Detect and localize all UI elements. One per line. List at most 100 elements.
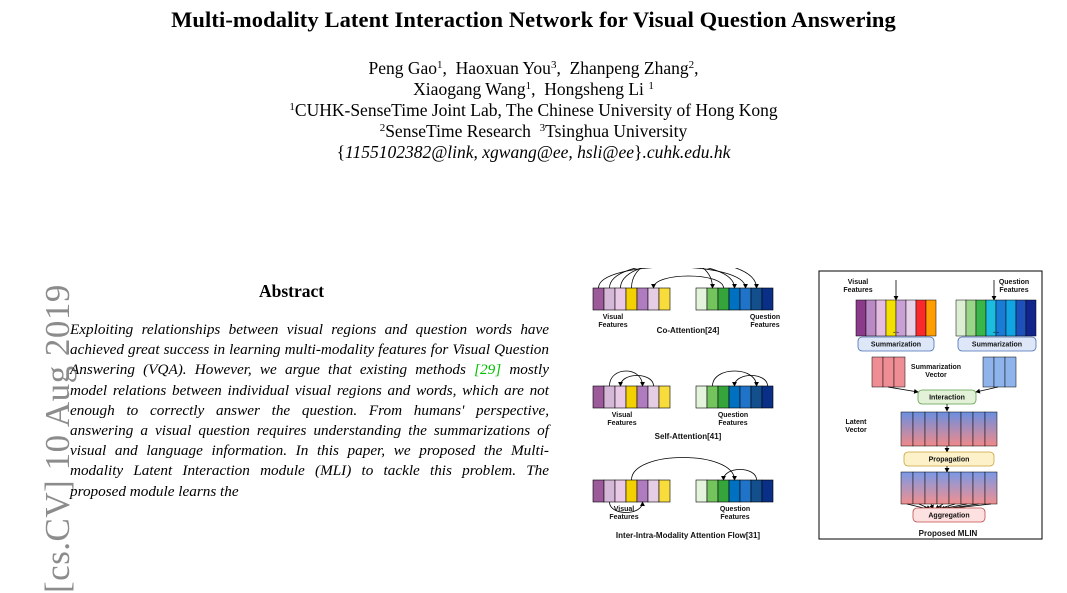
propagated-vector-cell	[924, 471, 938, 505]
question-feature-cell	[739, 287, 752, 311]
aggregation-box	[912, 507, 986, 523]
question-feature-cell	[750, 287, 763, 311]
co-attention-diagram: VisualFeaturesQuestionFeaturesCo-Attenti…	[592, 268, 780, 335]
diagram-caption: Inter-Intra-Modality Attention Flow[31]	[616, 531, 760, 540]
self-attention-diagram: VisualFeaturesQuestionFeaturesSelf-Atten…	[592, 370, 774, 441]
visual-features-label: Features	[607, 420, 636, 427]
question-feature-cell	[717, 287, 730, 311]
question-feature-cell	[739, 479, 752, 503]
latent-vector-label: Latent	[846, 419, 868, 426]
attention-arrow	[732, 375, 768, 387]
visual-feature-cell	[592, 287, 605, 311]
author-name: Xiaogang Wang	[413, 79, 526, 99]
visual-feature-cell	[603, 287, 616, 311]
visual-feature-cell	[603, 385, 616, 409]
author-affil-sup: 3	[550, 59, 557, 71]
visual-features-label: Visual	[603, 314, 624, 321]
summarization-vector-label: Vector	[925, 372, 947, 379]
visual-summary-cell	[882, 356, 895, 388]
question-features-label: Features	[750, 322, 779, 329]
question-features-label: Question	[718, 412, 748, 419]
visual-feature-cell	[625, 385, 638, 409]
question-features-label: Question	[720, 506, 750, 513]
mlin-architecture-figure: VisualFeaturesQuestionFeatures......Summ…	[818, 270, 1043, 540]
question-summary-cell	[982, 356, 995, 388]
question-feature-cell	[955, 299, 967, 337]
abstract-text: Exploiting relationships between visual …	[70, 321, 549, 379]
question-feature-cell	[717, 479, 730, 503]
question-feature-cell	[717, 385, 730, 409]
question-feature-cell	[728, 287, 741, 311]
question-features-label: Features	[999, 287, 1028, 294]
propagated-vector-cell	[912, 471, 926, 505]
latent-vector-cell	[960, 411, 974, 447]
visual-feature-cell	[905, 299, 917, 337]
question-summary-cell	[1004, 356, 1017, 388]
attention-arrow	[609, 268, 737, 289]
visual-feature-cell	[592, 385, 605, 409]
visual-feature-cell	[647, 287, 660, 311]
question-feature-cell	[761, 385, 774, 409]
propagated-vector-cell	[972, 471, 986, 505]
attention-arrow	[609, 501, 645, 513]
propagation-box	[903, 451, 995, 467]
attention-comparison-figure: VisualFeaturesQuestionFeaturesCo-Attenti…	[592, 268, 780, 540]
flow-arrow	[975, 386, 999, 394]
latent-vector-cell	[936, 411, 950, 447]
visual-feature-cell	[636, 385, 649, 409]
flow-arrow	[887, 386, 919, 394]
visual-feature-cell	[614, 287, 627, 311]
visual-feature-cell	[625, 479, 638, 503]
question-features-label: Features	[720, 514, 749, 521]
summarization-box-label: Summarization	[871, 342, 921, 349]
visual-feature-cell	[636, 479, 649, 503]
visual-summary-cell	[871, 356, 884, 388]
visual-features-label: Visual	[612, 412, 633, 419]
question-feature-cell	[750, 479, 763, 503]
summarization-box-label: Summarization	[972, 342, 1022, 349]
affil-sup: 2	[379, 122, 386, 134]
question-features-label: Question	[750, 314, 780, 321]
email-brace: }	[634, 142, 643, 162]
question-feature-cell	[706, 385, 719, 409]
diagram-caption: Self-Attention[41]	[655, 432, 722, 441]
propagation-box-label: Propagation	[929, 457, 970, 464]
author-name: Haoxuan You	[455, 58, 551, 78]
latent-vector-cell	[972, 411, 986, 447]
question-summary-cell	[993, 356, 1006, 388]
visual-feature-cell	[875, 299, 887, 337]
question-feature-cell	[761, 479, 774, 503]
visual-features-label: Visual	[848, 279, 869, 286]
ellipsis-label: ...	[993, 328, 999, 335]
question-feature-cell	[706, 479, 719, 503]
affil-text: Tsinghua University	[545, 121, 688, 141]
citation-link[interactable]: [29]	[474, 361, 502, 379]
visual-feature-cell	[592, 479, 605, 503]
visual-feature-cell	[925, 299, 937, 337]
question-feature-cell	[706, 287, 719, 311]
visual-feature-cell	[603, 479, 616, 503]
summarization-box	[857, 336, 935, 352]
question-feature-cell	[1025, 299, 1037, 337]
visual-feature-cell	[636, 287, 649, 311]
authors-line-1: Peng Gao1, Haoxuan You3, Zhanpeng Zhang2…	[368, 58, 699, 78]
attention-arrow	[721, 469, 757, 481]
visual-feature-cell	[658, 479, 671, 503]
attention-arrow	[618, 375, 654, 387]
visual-summary-cell	[893, 356, 906, 388]
visual-feature-cell	[647, 479, 660, 503]
email-users: 1155102382@link, xgwang@ee, hsli@ee	[345, 142, 635, 162]
propagated-vector-cell	[900, 471, 914, 505]
figure-border	[818, 270, 1043, 540]
affiliation-2: 2SenseTime Research 3Tsinghua University	[0, 121, 1067, 141]
question-feature-cell	[761, 287, 774, 311]
aggregation-box-label: Aggregation	[928, 513, 969, 520]
affiliation-1: 1CUHK-SenseTime Joint Lab, The Chinese U…	[0, 100, 1067, 120]
summarization-vector-label: Summarization	[911, 364, 961, 371]
propagated-vector-cell	[936, 471, 950, 505]
visual-features-label: Features	[609, 514, 638, 521]
propagated-vector-cell	[948, 471, 962, 505]
question-feature-cell	[965, 299, 977, 337]
figure-caption: Proposed MLIN	[919, 529, 978, 538]
question-feature-cell	[1005, 299, 1017, 337]
